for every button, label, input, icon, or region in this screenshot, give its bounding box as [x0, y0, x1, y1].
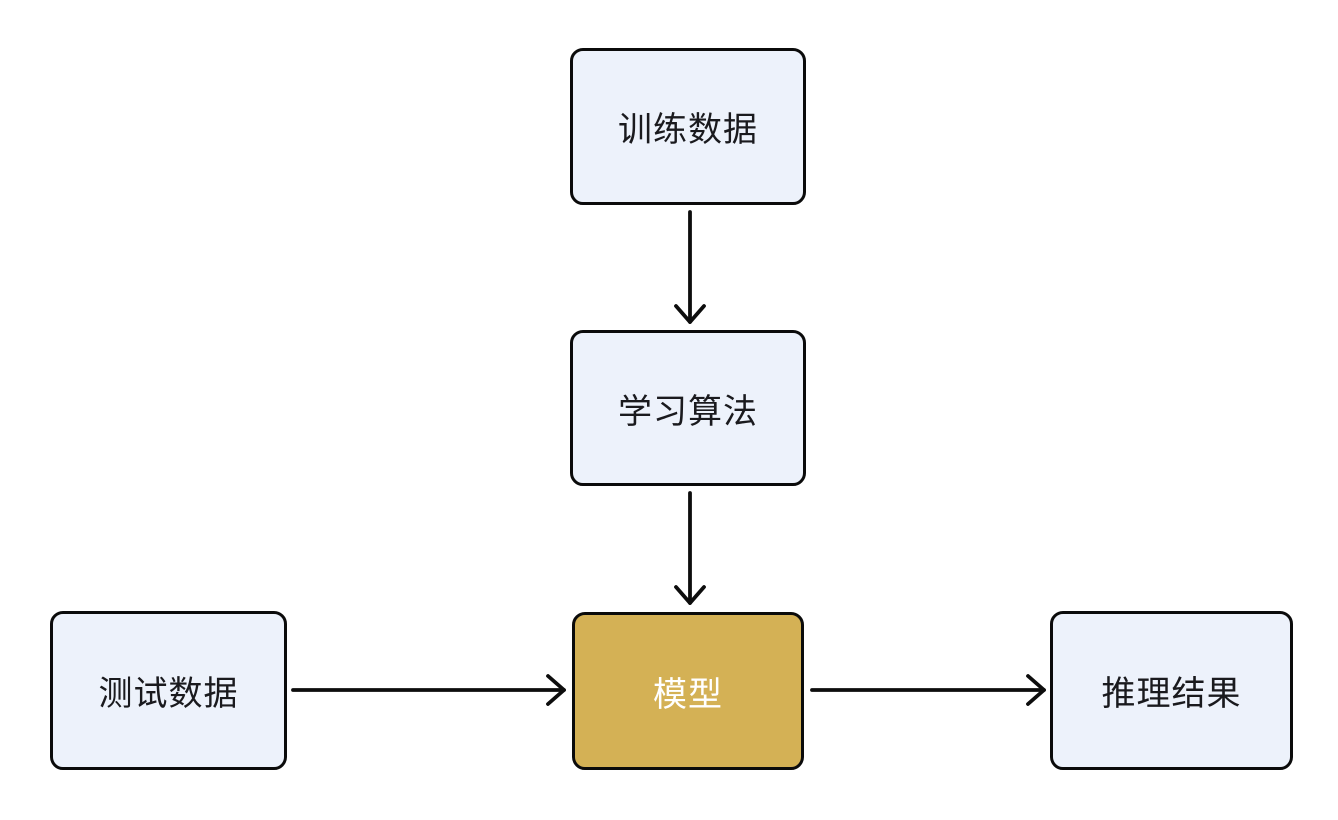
node-inference-result[interactable]: 推理结果: [1050, 611, 1293, 770]
node-test-data[interactable]: 测试数据: [50, 611, 287, 770]
arrow-training-to-algorithm-icon: [674, 210, 706, 324]
node-learning-algorithm-label: 学习算法: [618, 392, 758, 431]
node-test-data-label: 测试数据: [98, 675, 239, 713]
arrow-algorithm-to-model-icon: [674, 491, 706, 605]
arrow-test-to-model-icon: [291, 674, 566, 706]
node-model-label: 模型: [653, 675, 723, 714]
node-learning-algorithm[interactable]: 学习算法: [570, 330, 806, 486]
node-inference-result-label: 推理结果: [1101, 675, 1242, 713]
arrow-model-to-inference-icon: [810, 674, 1046, 706]
node-model[interactable]: 模型: [572, 612, 804, 770]
node-training-data-label: 训练数据: [618, 111, 758, 149]
node-training-data[interactable]: 训练数据: [570, 48, 806, 205]
